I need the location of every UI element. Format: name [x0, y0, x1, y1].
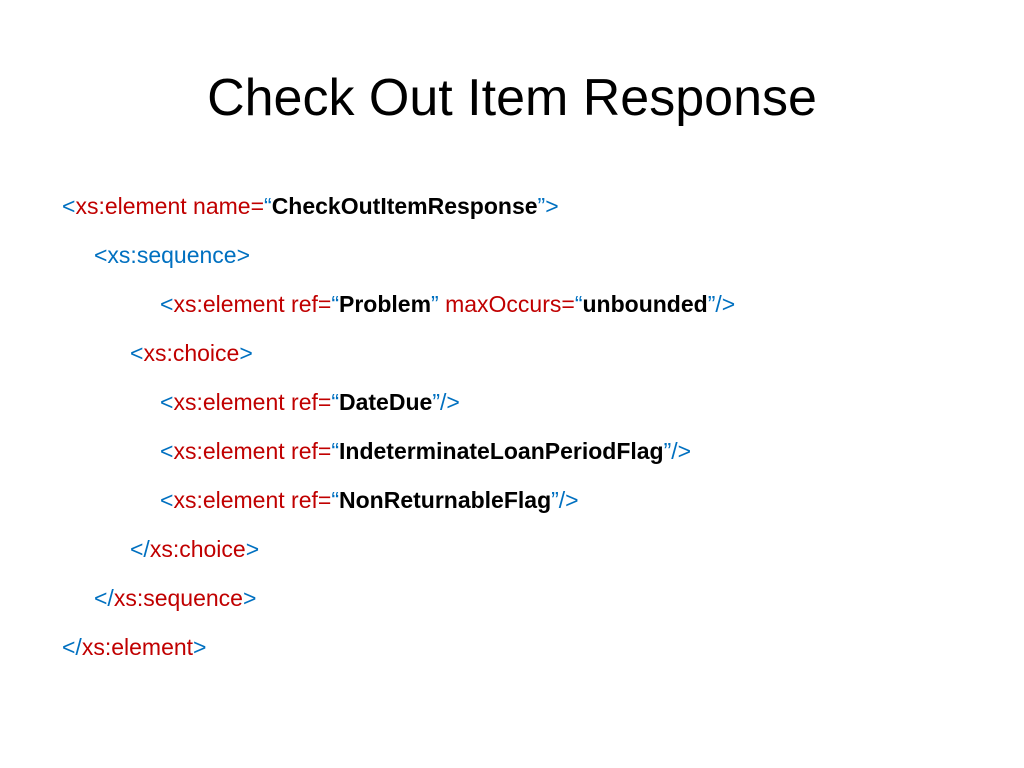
- code-token-value: Problem: [339, 291, 432, 317]
- code-token-bracket: <: [160, 487, 174, 513]
- code-line-element-open: <xs:element name=“CheckOutItemResponse”>: [62, 191, 559, 221]
- code-token-tag: xs:element ref=: [173, 291, 332, 317]
- code-token-bracket: “: [331, 438, 339, 464]
- code-token-bracket: ”/>: [432, 389, 460, 415]
- code-token-bracket: “: [331, 487, 339, 513]
- code-token-bracket: ”: [431, 291, 446, 317]
- code-token-bracket: ”>: [537, 193, 559, 219]
- code-line-datedue: <xs:element ref=“DateDue”/>: [160, 387, 460, 417]
- code-token-bracket: ”/>: [551, 487, 579, 513]
- code-token-bracket: “: [264, 193, 272, 219]
- code-line-sequence-open: <xs:sequence>: [94, 240, 250, 270]
- code-line-choice-close: </xs:choice>: [130, 534, 259, 564]
- code-token-tag: xs:element name=: [75, 193, 265, 219]
- code-token-bracket: <: [160, 438, 174, 464]
- code-token-value: DateDue: [339, 389, 433, 415]
- code-line-choice-open: <xs:choice>: [130, 338, 253, 368]
- code-token-value: CheckOutItemResponse: [271, 193, 538, 219]
- code-token-value: NonReturnableFlag: [339, 487, 552, 513]
- code-token-bracket: >: [239, 340, 253, 366]
- code-token-bracket: <: [160, 291, 174, 317]
- code-token-bracket: </: [94, 585, 114, 611]
- code-token-tag: xs:element: [81, 634, 194, 660]
- code-token-bracket: “: [574, 291, 583, 317]
- code-token-bracket: </: [130, 536, 150, 562]
- code-line-problem: <xs:element ref=“Problem” maxOccurs=“unb…: [160, 289, 735, 319]
- code-token-bracket: ”/>: [707, 291, 736, 317]
- code-token-bracket: <xs:sequence>: [94, 242, 251, 268]
- code-token-bracket: >: [242, 585, 257, 611]
- code-line-element-close: </xs:element>: [62, 632, 206, 662]
- code-token-bracket: <: [62, 193, 76, 219]
- code-token-tag: xs:element ref=: [173, 487, 332, 513]
- code-token-bracket: “: [331, 389, 339, 415]
- code-token-bracket: <: [160, 389, 174, 415]
- code-token-tag: xs:sequence: [113, 585, 243, 611]
- code-token-tag: xs:element ref=: [173, 389, 332, 415]
- code-token-bracket: >: [245, 536, 260, 562]
- code-token-tag: xs:choice: [143, 340, 240, 366]
- code-token-bracket: >: [193, 634, 207, 660]
- code-line-nonreturnable-flag: <xs:element ref=“NonReturnableFlag”/>: [160, 485, 579, 515]
- code-token-bracket: <: [130, 340, 144, 366]
- code-token-tag: maxOccurs=: [445, 291, 575, 317]
- code-line-sequence-close: </xs:sequence>: [94, 583, 256, 613]
- slide-title: Check Out Item Response: [207, 69, 817, 127]
- code-token-tag: xs:element ref=: [173, 438, 332, 464]
- code-token-bracket: </: [62, 634, 82, 660]
- code-line-indeterminate-flag: <xs:element ref=“IndeterminateLoanPeriod…: [160, 436, 691, 466]
- code-token-bracket: “: [331, 291, 339, 317]
- code-token-bracket: ”/>: [663, 438, 692, 464]
- code-token-tag: xs:choice: [149, 536, 246, 562]
- code-token-value: IndeterminateLoanPeriodFlag: [339, 438, 664, 464]
- code-token-value: unbounded: [582, 291, 708, 317]
